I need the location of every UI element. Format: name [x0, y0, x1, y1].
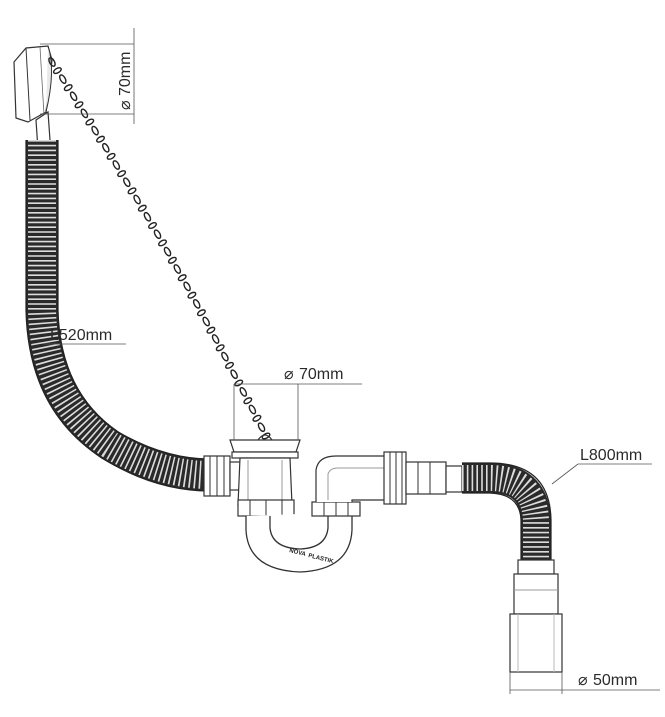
overflow-head — [13, 45, 53, 152]
left-hose-length-dimension: L520mm — [44, 327, 126, 345]
trap-assembly: NOVA PLASTIK — [203, 434, 386, 573]
overflow-diameter-symbol: ⌀ — [117, 100, 134, 110]
chain-link — [234, 379, 244, 387]
chain-link — [137, 204, 147, 212]
chain-link — [48, 57, 56, 67]
chain-link — [206, 326, 216, 334]
right-hose-length-label: L800mm — [580, 447, 642, 464]
chain-link — [177, 274, 187, 282]
chain-link — [153, 229, 162, 240]
overflow-diameter-dimension: ⌀ 70mm — [40, 28, 135, 124]
chain-link — [52, 67, 62, 75]
chain-link — [143, 211, 152, 222]
chain-link — [74, 101, 84, 109]
right-hose-length-dimension: L800mm — [551, 447, 652, 485]
chain-link — [123, 177, 131, 188]
chain-link — [215, 344, 225, 352]
chain-link — [167, 256, 177, 264]
chain-link — [102, 142, 110, 153]
chain-link — [106, 152, 116, 160]
outlet-diameter-label: 50mm — [593, 672, 637, 689]
plug-chain — [48, 57, 271, 440]
outlet-adapter — [383, 451, 463, 505]
chain-link — [147, 221, 158, 230]
chain-link — [257, 422, 266, 433]
chain-link — [85, 118, 95, 126]
chain-link — [127, 187, 137, 195]
chain-link — [69, 91, 78, 102]
chain-link — [230, 369, 238, 380]
chain-link — [252, 414, 262, 422]
drain-diameter-symbol: ⌀ — [284, 366, 294, 383]
chain-link — [91, 125, 99, 136]
chain-link — [59, 74, 67, 84]
chain-link — [196, 309, 206, 317]
chain-link — [133, 194, 141, 205]
chain-link — [248, 404, 257, 415]
chain-link — [117, 170, 127, 178]
trap-brand-name: NOVA — [289, 548, 307, 558]
chain-link — [221, 351, 229, 362]
outlet-pipe — [509, 559, 563, 673]
right-flexible-hose — [462, 462, 552, 560]
outlet-diameter-symbol: ⌀ — [578, 672, 588, 689]
chain-link — [63, 84, 73, 92]
chain-link — [192, 299, 201, 309]
overflow-diameter-label: 70mm — [117, 52, 134, 96]
chain-link — [95, 135, 106, 143]
chain-link — [211, 334, 220, 344]
chain-link — [239, 387, 248, 397]
chain-link — [163, 246, 172, 257]
chain-link — [157, 239, 168, 247]
chain-link — [80, 108, 89, 119]
outlet-diameter-dimension: ⌀ 50mm — [509, 672, 660, 694]
drain-diameter-label: 70mm — [299, 366, 343, 383]
chain-link — [112, 160, 121, 170]
chain-link — [187, 291, 197, 299]
left-hose-length-label: L520mm — [50, 327, 112, 344]
chain-link — [183, 281, 191, 292]
chain-link — [224, 361, 235, 369]
chain-link — [173, 264, 182, 274]
chain-link — [202, 316, 210, 327]
chain-link — [261, 432, 271, 440]
chain-link — [243, 397, 253, 405]
drain-diameter-dimension: ⌀ 70mm — [233, 366, 362, 440]
left-flexible-hose — [25, 140, 211, 492]
